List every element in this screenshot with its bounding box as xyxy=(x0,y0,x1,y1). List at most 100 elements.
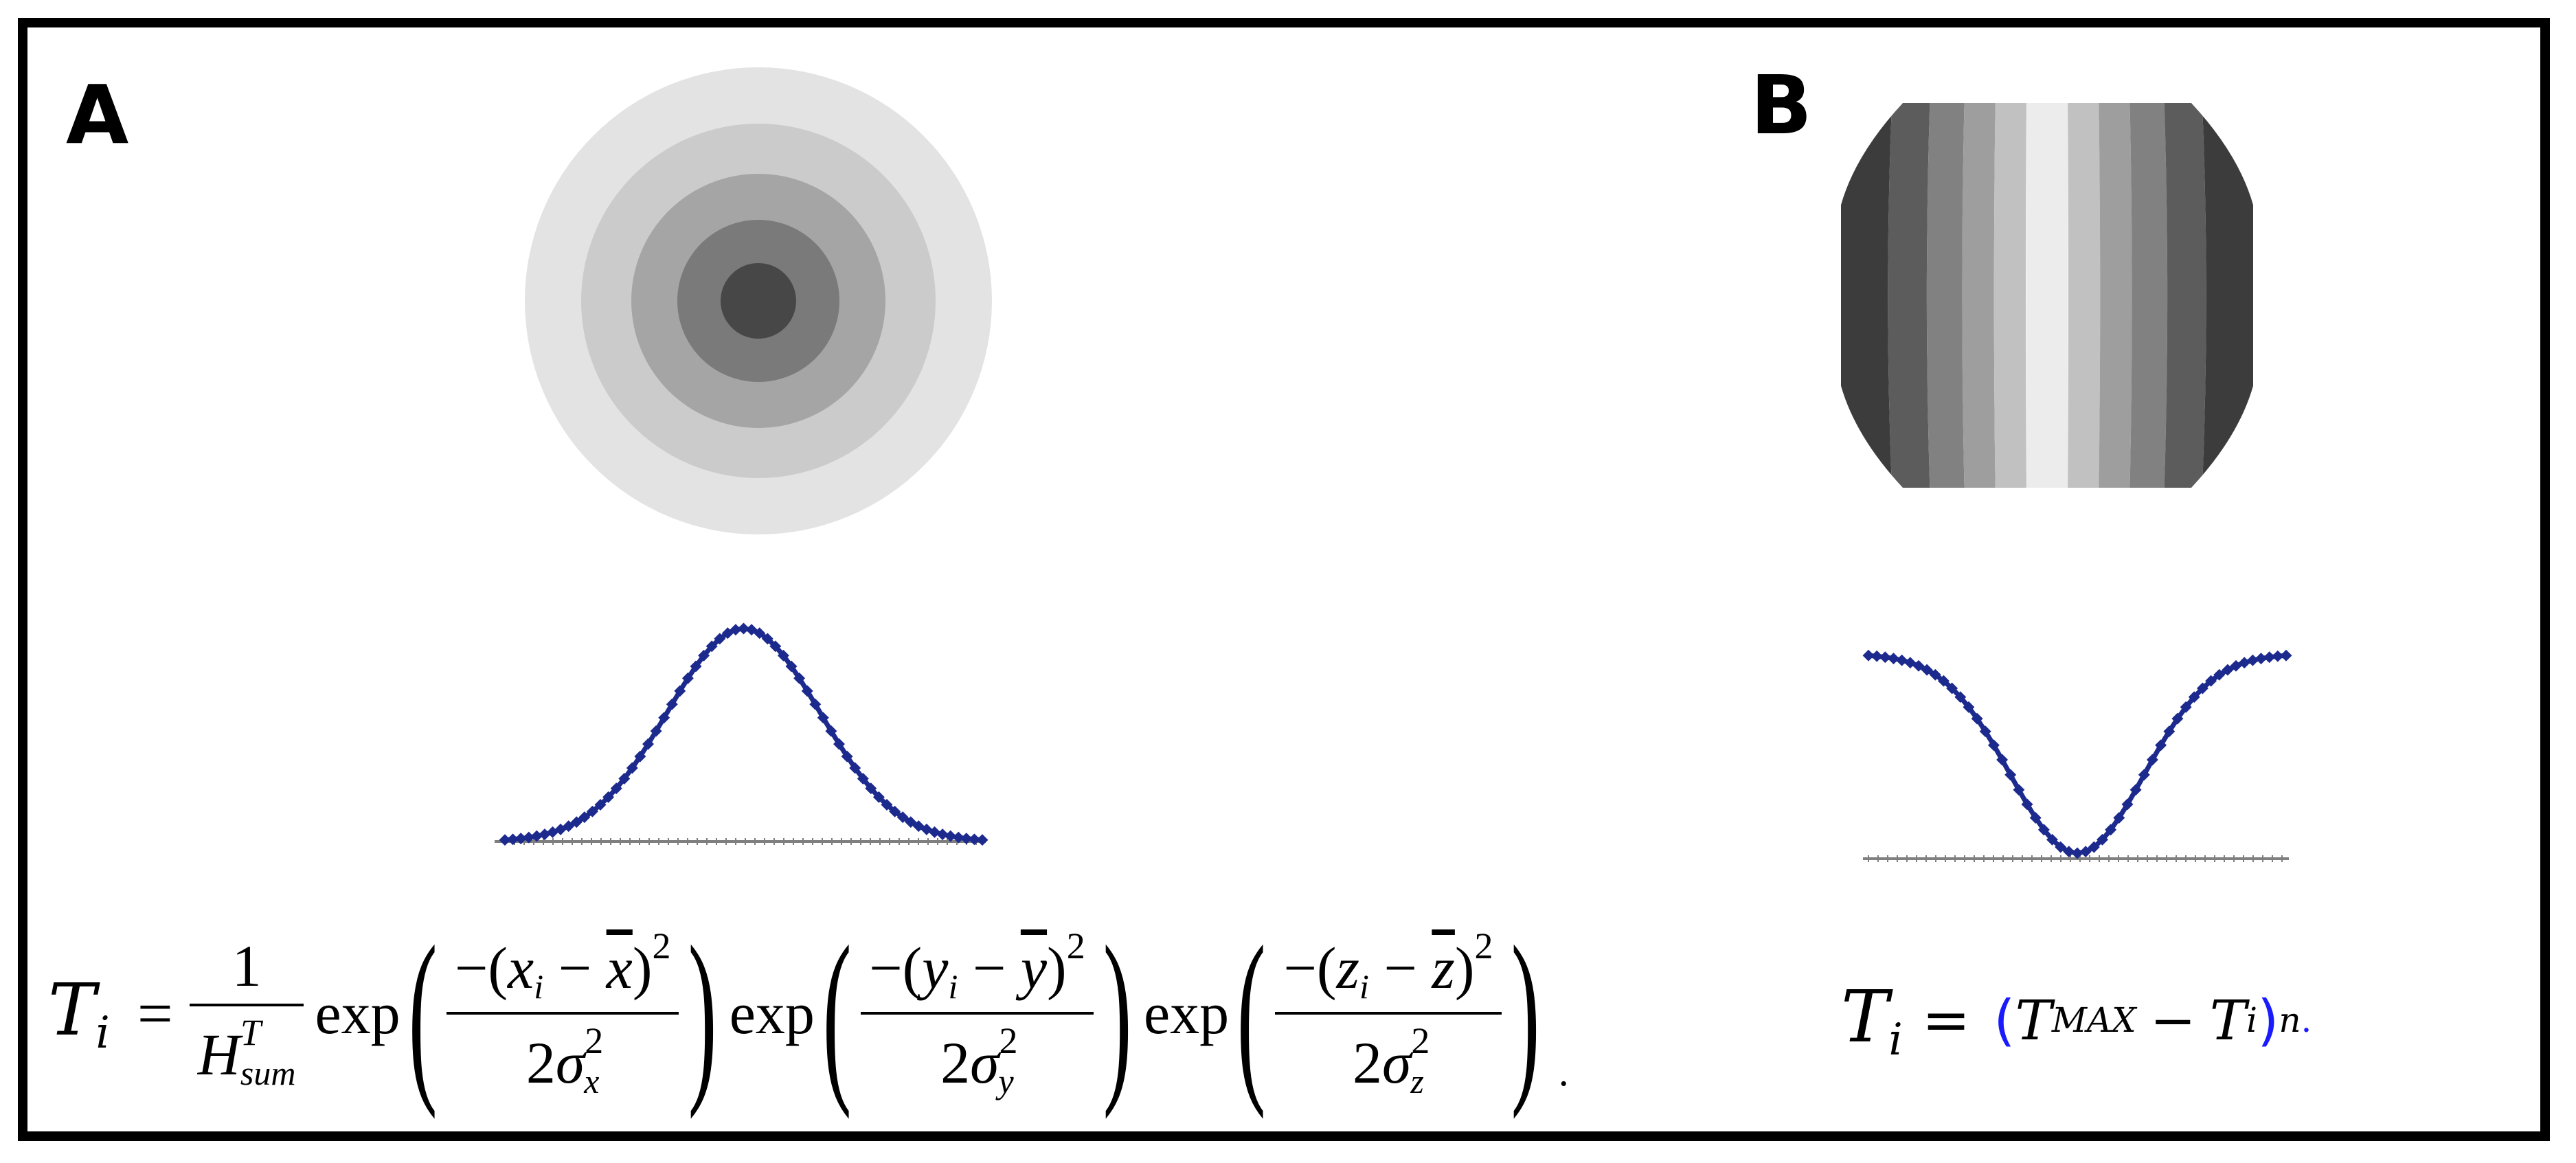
sigma: σ xyxy=(1381,1030,1412,1096)
exp-z: exp xyxy=(1143,980,1230,1046)
curve-marker xyxy=(2037,824,2050,836)
h-sup: T xyxy=(240,1012,261,1054)
curve-marker xyxy=(658,712,670,724)
open-paren: ( xyxy=(1993,988,2015,1052)
curve-marker xyxy=(690,660,702,673)
equation-end-dot: . xyxy=(2301,1000,2312,1040)
fraction-bar xyxy=(1275,1012,1502,1015)
open-paren-x: ( xyxy=(408,906,438,1120)
ring-center xyxy=(721,263,796,339)
norm-sub: n xyxy=(2279,1000,2301,1040)
open-paren-y: ( xyxy=(822,906,852,1120)
curve-markers xyxy=(1862,649,2292,859)
square: 2 xyxy=(585,1020,604,1061)
mean: x xyxy=(606,935,633,1002)
exponent-fraction-z: −(zi − z)2 2σ2z xyxy=(1275,925,1502,1100)
tmax-symbol: T xyxy=(2015,988,2052,1052)
curve-marker xyxy=(1987,739,2000,752)
equals-sign: = xyxy=(137,978,173,1048)
inverted-gaussian-curve xyxy=(1868,653,2287,856)
curve-marker xyxy=(2097,833,2108,846)
curve-marker xyxy=(642,738,654,750)
curve-marker xyxy=(809,698,822,710)
minus: − xyxy=(1283,935,1317,1002)
barrel-band xyxy=(1962,103,1996,488)
curve-marker xyxy=(610,782,622,795)
curve-marker xyxy=(2222,664,2234,676)
barrel-band xyxy=(1888,103,1930,488)
exp-numerator-z: −(zi − z)2 xyxy=(1283,925,1493,1006)
curve-marker xyxy=(602,791,615,803)
fraction-bar xyxy=(446,1012,679,1015)
equation-a: Ti = 1 HTsum exp ( −(xi − x)2 2σ2x ) exp… xyxy=(48,910,1628,1116)
close-paren-y: ) xyxy=(1103,906,1132,1120)
curve-marker xyxy=(2246,654,2259,666)
curve-marker xyxy=(594,799,607,811)
sub: i xyxy=(948,967,958,1006)
figure-frame xyxy=(18,18,2550,1141)
curve-marker xyxy=(1937,675,1950,687)
curve-marker xyxy=(976,834,988,846)
sigma-sub: x xyxy=(584,1062,600,1101)
curve-markers xyxy=(499,622,988,846)
sigma: σ xyxy=(555,1030,585,1096)
coef-denominator: HTsum xyxy=(190,1013,304,1092)
var: y xyxy=(922,935,949,1002)
barrel-band xyxy=(2026,103,2068,488)
two: 2 xyxy=(940,1030,971,1096)
barrel-band xyxy=(1841,103,1893,488)
concentric-rings-disk xyxy=(525,67,992,534)
curve-marker xyxy=(1921,664,1933,676)
barrel-band xyxy=(2202,103,2253,488)
coefficient-fraction: 1 HTsum xyxy=(189,935,304,1092)
open-paren-z: ( xyxy=(1236,906,1266,1120)
square: 2 xyxy=(1474,925,1493,967)
mean: y xyxy=(1020,935,1048,1002)
curve-marker xyxy=(769,640,782,653)
barrel-band xyxy=(2099,103,2132,488)
square: 2 xyxy=(1411,1020,1430,1061)
exp-denominator-x: 2σ2x xyxy=(518,1021,608,1100)
barrel-bands xyxy=(1841,103,2253,488)
curve-marker xyxy=(896,811,909,824)
var: z xyxy=(1336,935,1359,1002)
curve-marker xyxy=(714,633,726,645)
lhs-sub: i xyxy=(95,1008,110,1059)
curve-marker xyxy=(650,725,662,737)
exp-denominator-y: 2σ2y xyxy=(932,1021,1022,1100)
minus: − xyxy=(869,935,903,1002)
var: x xyxy=(508,935,534,1002)
curve-marker xyxy=(2105,824,2117,836)
lhs-sub: i xyxy=(1888,1015,1903,1066)
exp-y: exp xyxy=(729,980,815,1046)
curve-marker xyxy=(1963,701,1975,713)
ti-symbol: T xyxy=(2209,988,2247,1052)
square: 2 xyxy=(1066,925,1085,967)
curve-marker xyxy=(2155,739,2167,752)
two: 2 xyxy=(1352,1030,1382,1096)
curve-marker xyxy=(825,725,837,737)
curve-marker xyxy=(761,633,773,645)
minus: − xyxy=(1383,935,1417,1002)
curve-marker xyxy=(2046,833,2058,846)
minus-sign: − xyxy=(2149,988,2196,1052)
curve-marker xyxy=(968,833,980,846)
curve-marker xyxy=(2280,649,2292,662)
exp-denominator-z: 2σ2z xyxy=(1344,1021,1432,1100)
curve-marker xyxy=(889,805,901,817)
gaussian-curve xyxy=(504,626,983,843)
sub: i xyxy=(1359,967,1369,1006)
sub: i xyxy=(534,967,544,1006)
close-paren-x: ) xyxy=(688,906,718,1120)
ti-sub: i xyxy=(2246,1000,2258,1040)
exp-numerator-y: −(yi − y)2 xyxy=(869,925,1085,1006)
curve-marker xyxy=(674,685,686,697)
curve-marker xyxy=(857,773,869,784)
barrel-band xyxy=(1993,103,2026,488)
lhs-var: T xyxy=(48,967,96,1052)
barrel-band xyxy=(1926,103,1965,488)
mean: z xyxy=(1432,935,1455,1002)
fraction-bar xyxy=(861,1012,1094,1015)
curve-marker xyxy=(960,833,973,845)
